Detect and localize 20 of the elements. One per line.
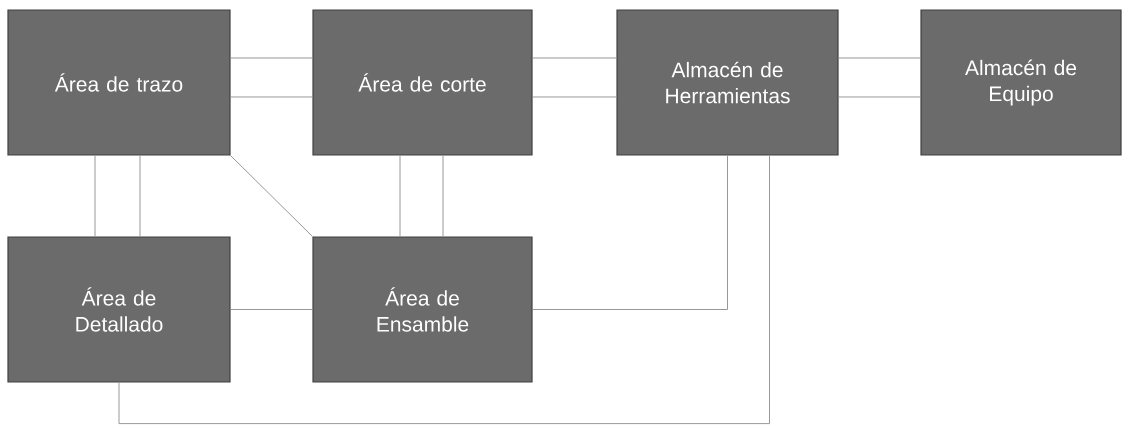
- connector-line: [230, 96, 313, 98]
- connector-line: [532, 155, 728, 310]
- connector-line: [118, 155, 770, 425]
- connector-line: [230, 57, 313, 59]
- connector-line: [230, 155, 313, 237]
- connector-line: [399, 155, 401, 237]
- process-box: Área de Ensamble: [312, 236, 533, 383]
- process-box: Almacén de Equipo: [920, 9, 1122, 156]
- connector-line: [94, 155, 96, 237]
- process-box: Almacén de Herramientas: [616, 9, 839, 156]
- connector-line: [139, 155, 141, 237]
- process-box: Área de trazo: [7, 9, 231, 156]
- process-box: Área de corte: [312, 9, 533, 156]
- connector-line: [442, 155, 444, 237]
- process-box: Área de Detallado: [7, 236, 231, 383]
- connector-line: [532, 96, 617, 98]
- connector-line: [230, 309, 313, 310]
- connector-line: [532, 57, 617, 59]
- connector-line: [838, 57, 921, 59]
- connector-line: [838, 96, 921, 98]
